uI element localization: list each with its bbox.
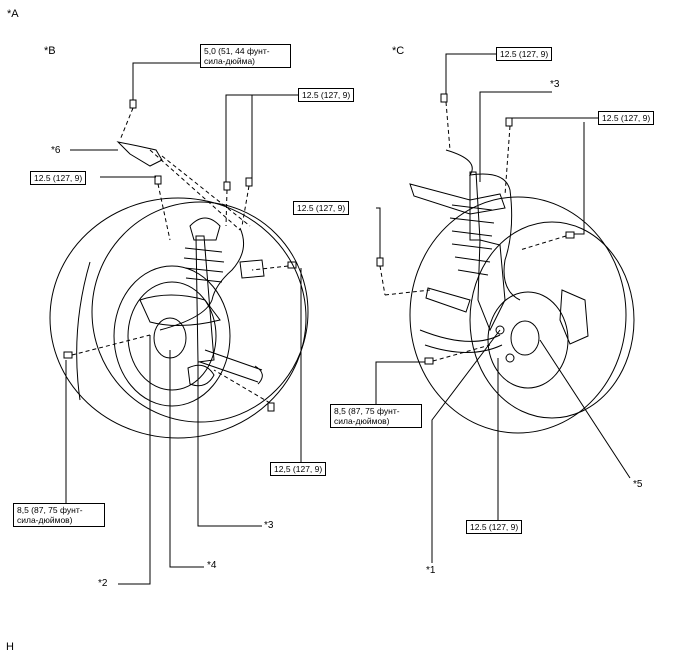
torque-box-right-top: 12.5 (127, 9): [496, 47, 553, 61]
left-strut-top: [189, 217, 221, 241]
torque-box-8-5-right: 8,5 (87, 75 фунт-сила-дюймов): [330, 404, 422, 428]
torque-box-right-left: 12.5 (127, 9): [293, 201, 350, 215]
bolt-right-bottom: [424, 357, 434, 365]
bolt-left-far: [63, 351, 73, 359]
left-brake-disc: [127, 281, 217, 391]
callout-6: *6: [51, 145, 61, 156]
left-wheel-assembly: [49, 99, 309, 439]
callout-3-right: *3: [550, 79, 560, 90]
footer-code: H: [6, 641, 14, 653]
right-hub: [510, 320, 540, 356]
leader-lines: [65, 53, 631, 585]
right-caliper: [559, 289, 589, 345]
right-lower-arm: [419, 329, 503, 353]
bolt-left-right: [287, 261, 297, 269]
callout-1: *1: [426, 565, 436, 576]
torque-box-left-bottom: 12,5 (127, 9): [270, 462, 327, 476]
bolt-right-hub-b: [505, 353, 515, 363]
left-tire-sidewall: [76, 261, 91, 401]
view-label: *A: [7, 8, 19, 20]
bolt-right-side: [565, 231, 575, 239]
alignment-lines: [71, 101, 567, 404]
view-b-label: *B: [44, 45, 56, 57]
bolt-right-left: [376, 257, 384, 267]
torque-box-left-top: 12.5 (127, 9): [298, 88, 355, 102]
right-tire-outer: [409, 196, 627, 434]
right-hose: [445, 149, 521, 301]
callout-4: *4: [207, 560, 217, 571]
left-lower-arm: [139, 294, 221, 327]
bolt-left-mid-b: [245, 177, 253, 187]
bolt-left-mid-a: [223, 181, 231, 191]
right-boot: [425, 287, 471, 313]
torque-box-5-0: 5,0 (51, 44 фунт-сила-дюйма): [200, 44, 291, 68]
right-shock: [469, 171, 481, 241]
left-drive-shaft: [199, 349, 263, 385]
left-caliper-rear: [239, 259, 265, 279]
torque-box-right-bottom: 12.5 (127, 9): [466, 520, 523, 534]
left-strut-body: [195, 235, 215, 363]
left-cv-boot: [187, 364, 215, 387]
torque-box-left-upper: 12.5 (127, 9): [30, 171, 87, 185]
torque-box-right-upper: 12.5 (127, 9): [598, 111, 655, 125]
torque-box-8-5-left: 8,5 (87, 75 фунт-сила-дюймов): [13, 503, 105, 527]
left-tire-rear-edge: [91, 201, 309, 423]
left-spring: [183, 247, 225, 283]
right-wheel-assembly: [376, 93, 635, 434]
callout-3-left: *3: [264, 520, 274, 531]
callout-2: *2: [98, 578, 108, 589]
bolt-left-top: [129, 99, 137, 109]
bracket-6: [116, 141, 163, 167]
bolt-left-bottom: [267, 402, 275, 412]
view-c-label: *C: [392, 45, 405, 57]
right-spring: [449, 204, 495, 276]
right-brake-disc: [487, 291, 569, 389]
right-tire-front: [469, 221, 635, 419]
left-rim: [113, 265, 231, 407]
right-knuckle: [477, 239, 506, 332]
bolt-right-upper: [505, 117, 513, 127]
bolt-right-hub-a: [495, 325, 505, 335]
callout-5: *5: [633, 479, 643, 490]
left-tire-outer: [49, 197, 307, 439]
left-hose: [159, 227, 245, 331]
bolt-right-top: [440, 93, 448, 103]
